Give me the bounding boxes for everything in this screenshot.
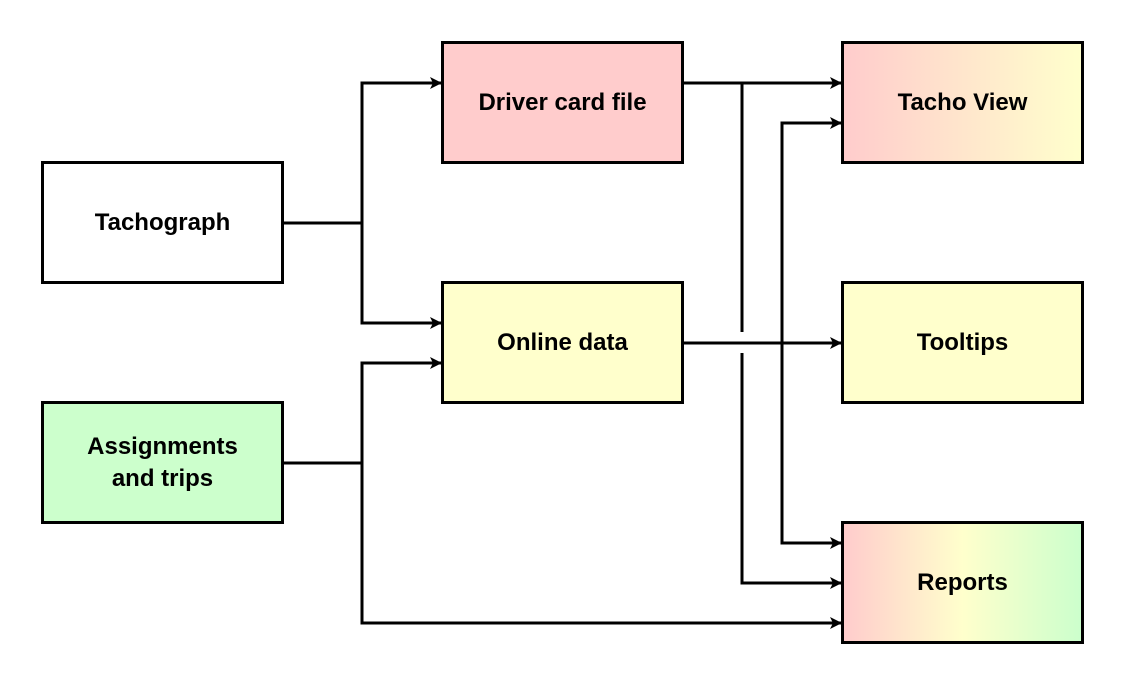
node-label: Assignments and trips	[87, 432, 238, 492]
edge-online-data-to-tacho-view	[780, 117, 842, 343]
node-label: Driver card file	[478, 88, 647, 116]
node-driver-card-file: Driver card file	[441, 41, 684, 164]
node-reports: Reports	[841, 521, 1084, 644]
edge-tachograph-to-online-data	[360, 223, 442, 329]
node-label: Online data	[497, 328, 628, 356]
node-online-data: Online data	[441, 281, 684, 404]
node-label: Reports	[917, 568, 1008, 596]
node-label: Tacho View	[897, 88, 1028, 116]
edge-assignments-to-online-data	[284, 357, 442, 465]
edge-online-data-to-reports	[780, 343, 842, 549]
node-tachograph: Tachograph	[41, 161, 284, 284]
edge-tachograph-to-driver-card-file	[284, 77, 442, 225]
node-assignments-and-trips: Assignments and trips	[41, 401, 284, 524]
node-tooltips: Tooltips	[841, 281, 1084, 404]
node-label: Tooltips	[916, 328, 1009, 356]
edge-assignments-to-reports	[360, 463, 842, 629]
node-label: Tachograph	[94, 208, 231, 236]
edge-driver-card-file-to-reports	[740, 83, 841, 583]
node-tacho-view: Tacho View	[841, 41, 1084, 164]
